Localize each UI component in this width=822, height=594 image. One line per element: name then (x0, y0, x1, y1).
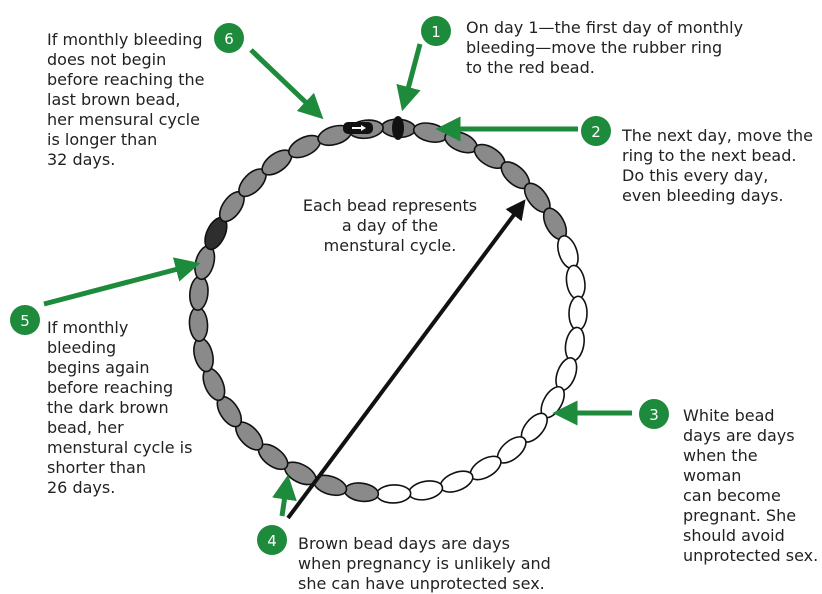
arrow-4 (282, 482, 287, 516)
callout-1-text: On day 1—the first day of monthly bleedi… (466, 18, 766, 78)
necklace-description: Each bead represents a day of the menstu… (300, 196, 480, 256)
bead-necklace (188, 118, 587, 503)
badge-5: 5 (10, 305, 40, 335)
white-bead (564, 264, 587, 300)
white-bead (569, 296, 587, 330)
brown-bead (412, 120, 449, 145)
svg-text:5: 5 (20, 312, 30, 330)
svg-text:1: 1 (431, 23, 441, 41)
callout-5-text: If monthly bleeding begins again before … (47, 318, 213, 498)
svg-text:2: 2 (591, 123, 601, 141)
badge-2: 2 (581, 116, 611, 146)
brown-bead (188, 275, 209, 311)
badge-3: 3 (639, 399, 669, 429)
badge-4: 4 (257, 525, 287, 555)
white-bead (376, 484, 411, 503)
brown-bead (311, 472, 349, 499)
svg-text:3: 3 (649, 406, 659, 424)
arrow-6 (251, 50, 318, 114)
callout-3-text: White bead days are days when the woman … (683, 406, 819, 566)
badge-1: 1 (421, 16, 451, 46)
arrow-1 (404, 44, 420, 104)
arrow-5 (44, 265, 193, 304)
callout-2-text: The next day, move the ring to the next … (622, 126, 818, 206)
callout-6-text: If monthly bleeding does not begin befor… (47, 30, 227, 170)
svg-text:4: 4 (267, 532, 277, 550)
white-bead (563, 326, 587, 363)
callout-4-text: Brown bead days are days when pregnancy … (298, 534, 566, 594)
brown-bead (343, 481, 379, 504)
white-bead (407, 478, 444, 502)
